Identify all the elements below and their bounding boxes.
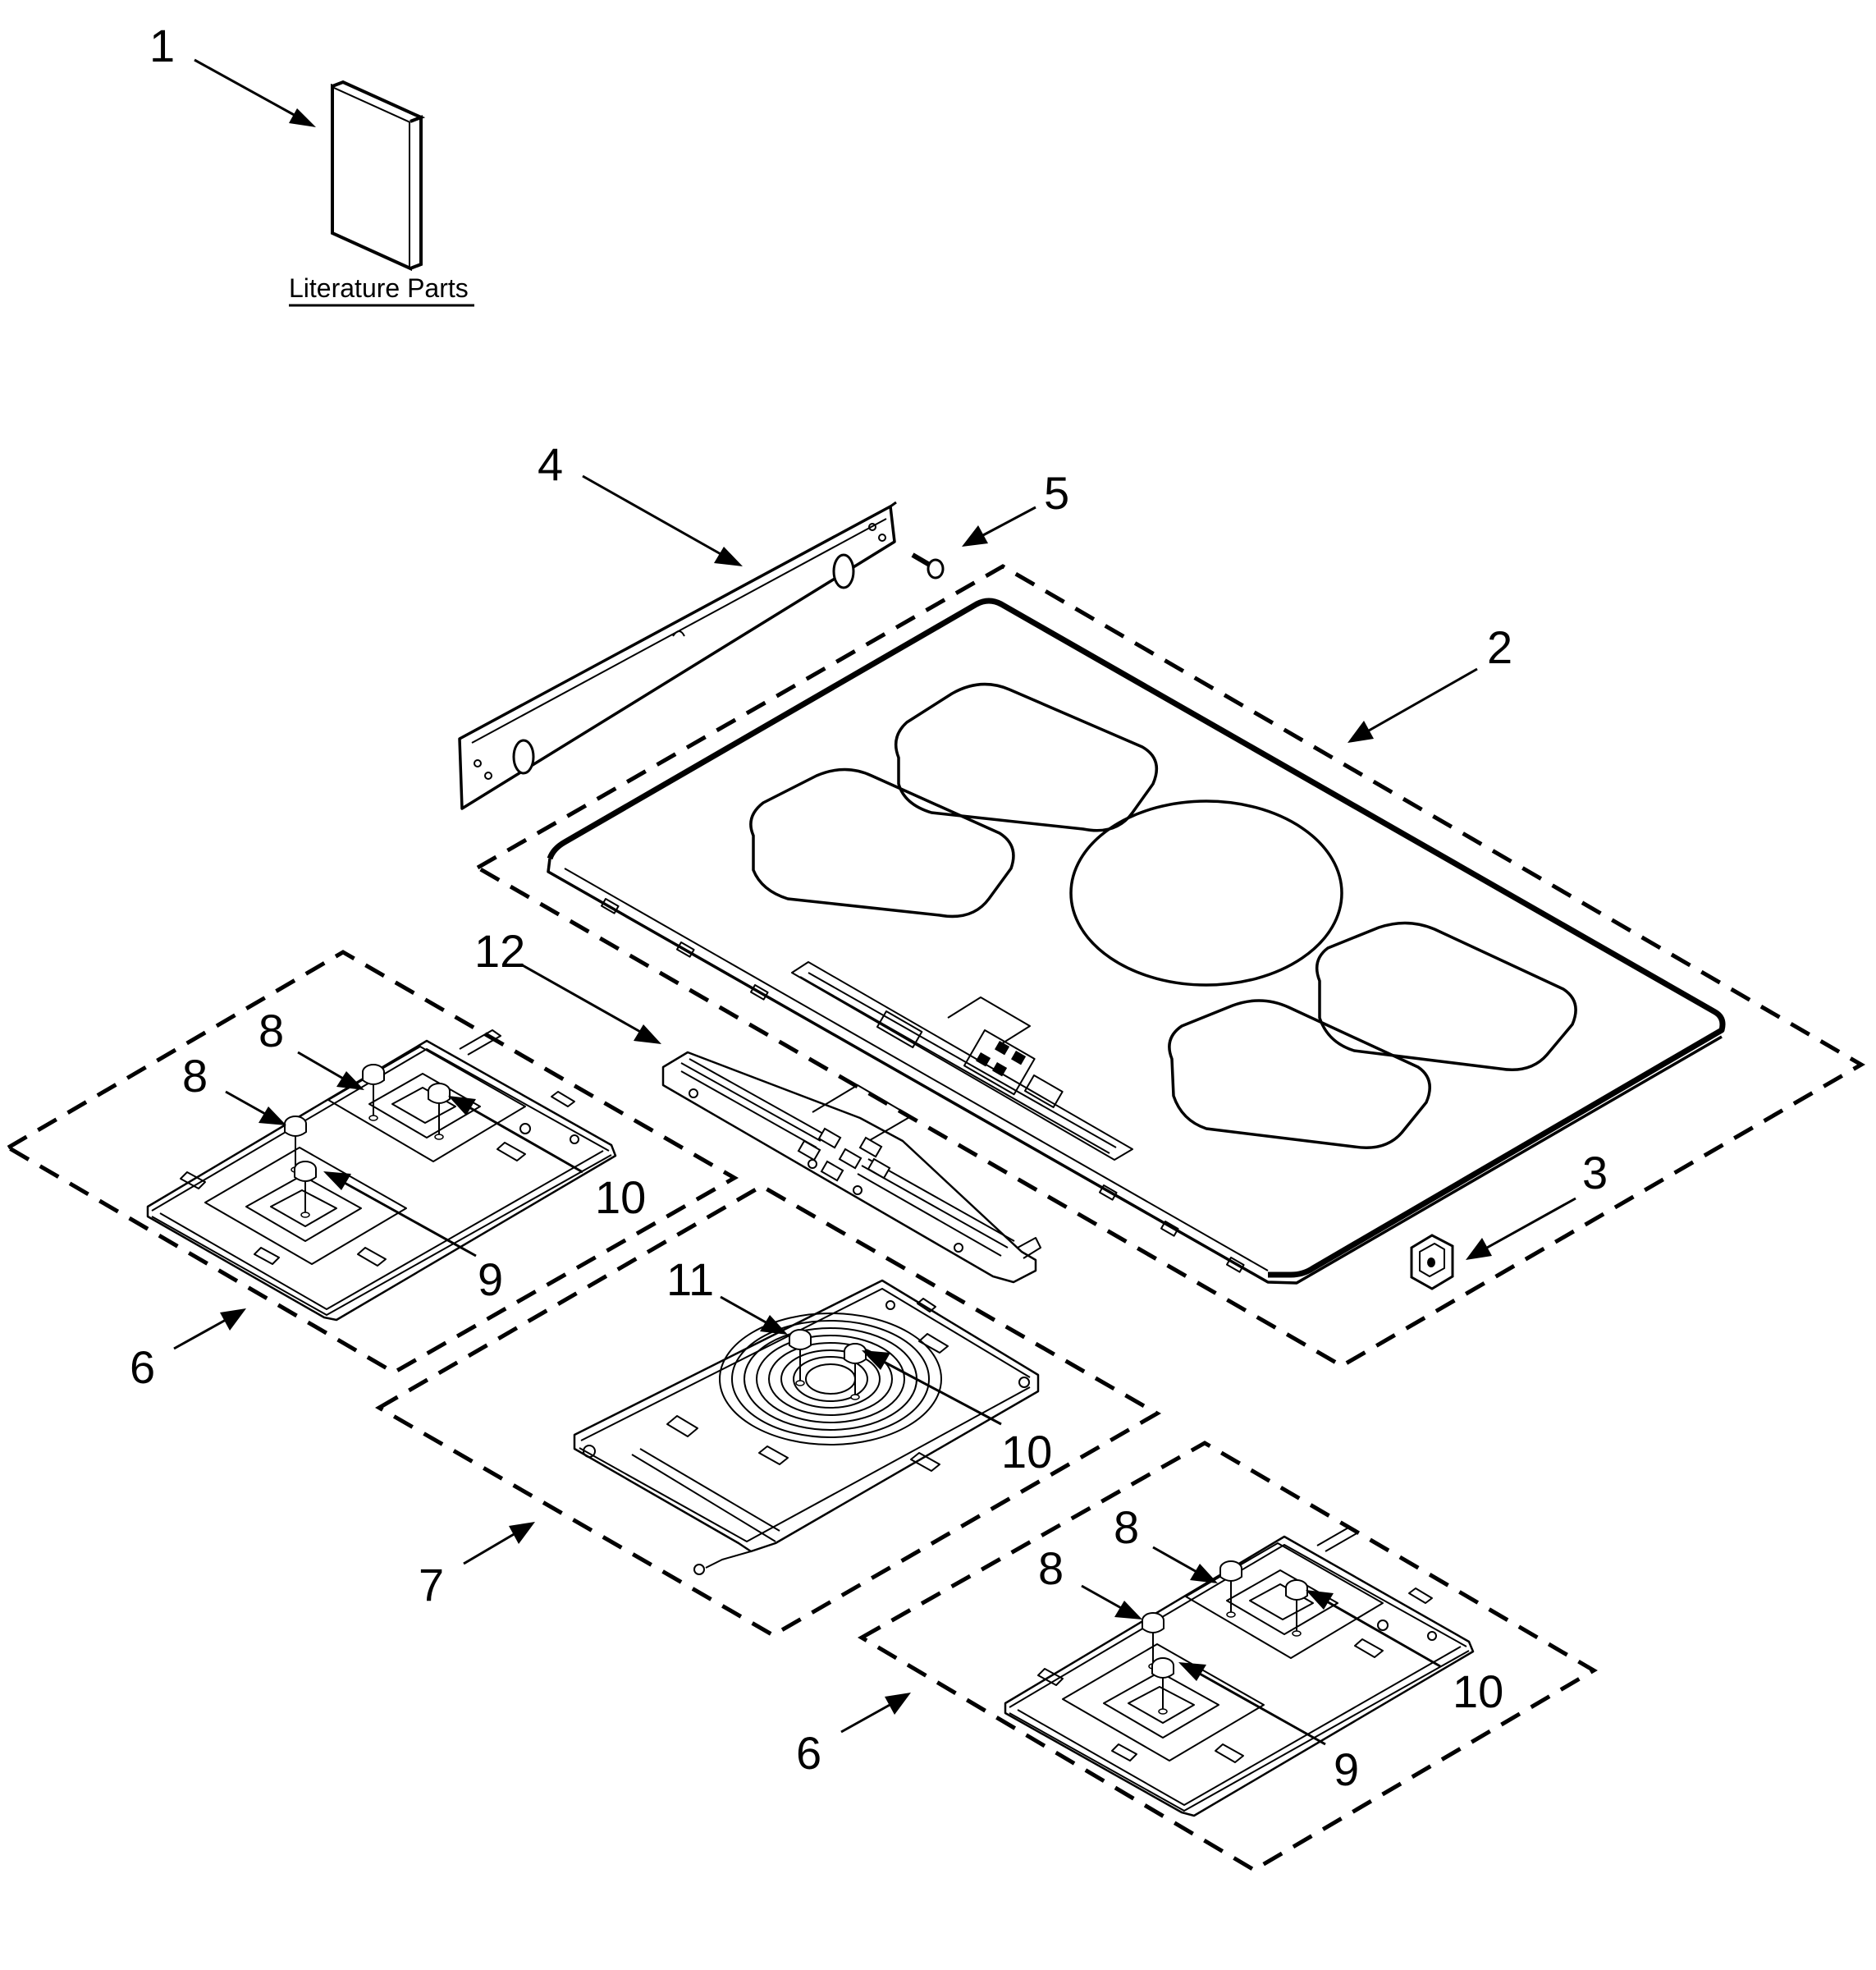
cooktop-group-outline (473, 564, 1865, 1368)
callout-10-upper: 10 (595, 1171, 646, 1223)
control-board[interactable] (661, 1051, 1041, 1284)
control-strip-slot (791, 961, 1133, 1161)
mounting-bracket[interactable] (458, 501, 897, 810)
callout-8-lower-lower: 8 (1038, 1542, 1064, 1594)
burner-zone-center (1069, 799, 1343, 987)
callout-4: 4 (538, 438, 563, 490)
leader-lines (173, 58, 1576, 1746)
dual-coil-group-lower-outline (858, 1441, 1598, 1872)
callout-9-upper: 9 (478, 1253, 503, 1305)
center-coil-assembly[interactable] (573, 1279, 1040, 1575)
literature-parts-caption: Literature Parts (289, 273, 469, 303)
mounting-clip[interactable] (1410, 1234, 1454, 1290)
callout-7: 7 (419, 1559, 444, 1610)
burner-zone-rear-right (1315, 921, 1577, 1071)
cooktop-glass[interactable] (547, 598, 1726, 1285)
dual-coil-assembly-lower[interactable] (1004, 1526, 1475, 1817)
callout-2: 2 (1487, 621, 1512, 673)
callout-8-lower-top: 8 (1114, 1501, 1139, 1553)
callout-12: 12 (474, 925, 525, 977)
callout-6-upper: 6 (130, 1341, 155, 1393)
burner-zone-front-left (749, 767, 1015, 919)
callout-8-upper-top: 8 (259, 1005, 284, 1056)
callout-8-upper-lower: 8 (182, 1050, 208, 1102)
callout-9-lower: 9 (1334, 1743, 1359, 1795)
burner-zone-front-right (1168, 999, 1431, 1149)
callout-5: 5 (1044, 467, 1069, 519)
burner-zone-rear-left (894, 682, 1159, 832)
callout-labels: 1 2 3 4 5 6 6 7 8 8 8 8 9 9 10 10 10 11 … (130, 20, 1608, 1795)
center-coil-group-outline (375, 1184, 1162, 1638)
literature-booklet[interactable] (331, 80, 426, 272)
callout-1: 1 (149, 20, 175, 71)
callout-10-center: 10 (1001, 1426, 1052, 1478)
screw[interactable] (911, 552, 945, 580)
callout-3: 3 (1582, 1147, 1608, 1198)
callout-10-lower: 10 (1453, 1665, 1503, 1717)
dual-coil-assembly-upper[interactable] (146, 1029, 617, 1322)
dual-coil-group-upper-outline (4, 950, 739, 1375)
callout-6-lower: 6 (796, 1727, 821, 1779)
glass-edge-tabs (601, 898, 1245, 1273)
callout-11: 11 (666, 1253, 714, 1305)
